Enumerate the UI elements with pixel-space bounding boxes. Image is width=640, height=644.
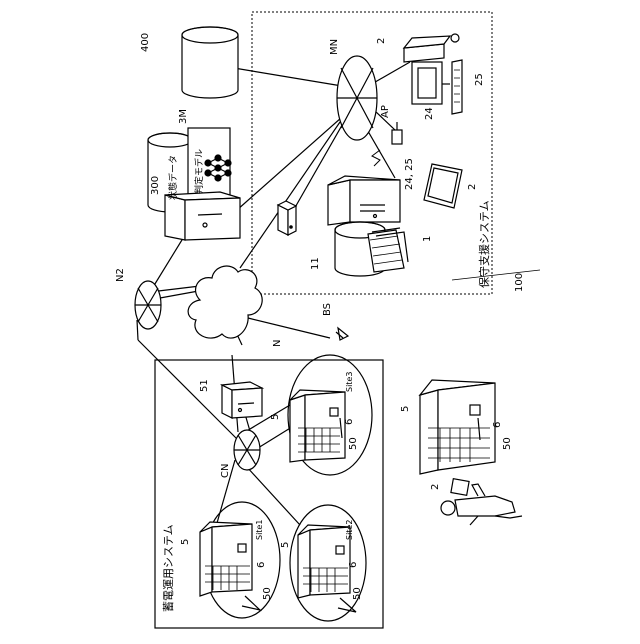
label-2-worker: 2: [430, 484, 441, 490]
label-6-site1: 6: [256, 562, 267, 568]
label-300: 300: [150, 176, 161, 195]
label-51: 51: [199, 379, 210, 392]
label-storage-system: 蓄電運用システム: [162, 524, 175, 612]
label-5-site3: 5: [270, 414, 281, 420]
label-25-top: 25: [474, 73, 485, 86]
router-cn-icon: [234, 430, 260, 470]
storage-cabinet-site3-icon: [290, 390, 345, 462]
tablet-icon: [424, 164, 462, 208]
label-100: 100: [514, 273, 525, 292]
label-5-field: 5: [400, 406, 411, 412]
label-2-top: 2: [376, 38, 387, 44]
label-6-field: 6: [492, 422, 503, 428]
label-mn: MN: [329, 39, 340, 55]
cloud-network-n-icon: [188, 266, 262, 338]
label-maintenance-system: 保守支援システム: [477, 200, 491, 288]
label-bs: BS: [322, 303, 333, 316]
label-50-site3: 50: [348, 437, 359, 450]
label-site3: Site3: [345, 372, 354, 392]
label-50-site2: 50: [352, 587, 363, 600]
desktop-computer-icon: [404, 34, 462, 114]
label-site1: Site1: [255, 520, 264, 540]
label-n2: N2: [115, 268, 126, 282]
label-24-25: 24, 25: [404, 158, 415, 190]
label-n: N: [272, 340, 283, 347]
label-cn: CN: [220, 464, 231, 478]
label-judgment-model: 判定モデル: [193, 149, 205, 194]
label-5-site2: 5: [280, 542, 291, 548]
access-point-icon: [372, 122, 402, 166]
label-24-top: 24: [424, 107, 435, 120]
server-1-icon: [328, 176, 400, 225]
label-11: 11: [310, 257, 321, 270]
modem-device-icon: [278, 201, 296, 235]
label-ap: AP: [380, 105, 391, 118]
label-site2: Site2: [345, 520, 354, 540]
storage-cabinet-site1-icon: [200, 522, 260, 610]
worker-icon: [441, 479, 522, 525]
label-6-site3: 6: [344, 419, 355, 425]
label-3m: 3M: [178, 109, 189, 124]
label-50-field: 50: [502, 437, 513, 450]
label-6-site2: 6: [348, 562, 359, 568]
label-1: 1: [422, 236, 433, 242]
computer-51-icon: [222, 382, 262, 418]
base-station-icon: [336, 328, 348, 340]
label-2-tablet: 2: [467, 184, 478, 190]
router-mn-icon: [337, 56, 377, 140]
field-storage-cabinet-icon: [420, 380, 495, 474]
router-n2-icon: [135, 281, 161, 329]
database-400-icon: [182, 27, 238, 98]
label-5-site1: 5: [180, 539, 191, 545]
label-50-site1: 50: [262, 587, 273, 600]
document-stack-icon: [368, 228, 408, 272]
label-400: 400: [140, 33, 151, 52]
label-state-data: 状態データ: [167, 155, 179, 200]
